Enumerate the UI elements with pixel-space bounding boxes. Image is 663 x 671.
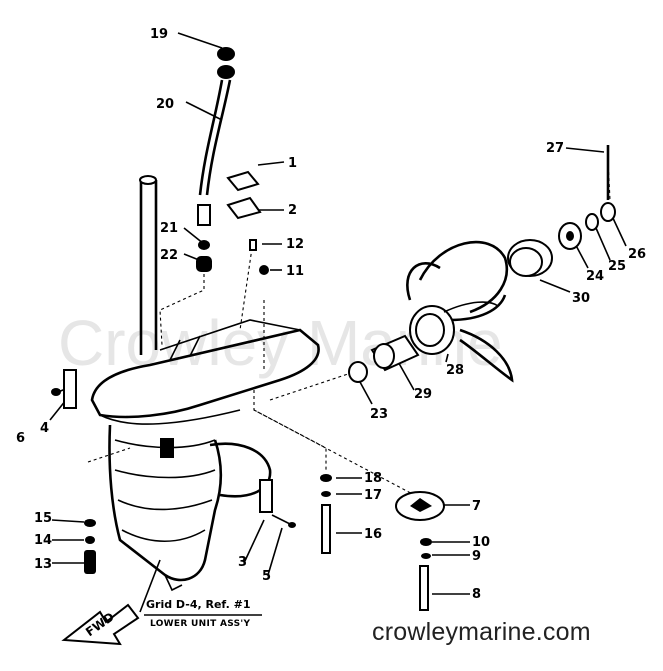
callout-7: 7 [472, 499, 481, 514]
site-url: crowleymarine.com [372, 618, 591, 646]
fwd-arrow: FWD [61, 603, 140, 646]
small-parts [51, 47, 616, 611]
callout-24: 24 [586, 269, 604, 284]
callout-30: 30 [572, 291, 590, 306]
callout-21: 21 [160, 221, 178, 236]
callout-19: 19 [150, 27, 168, 42]
propeller [406, 240, 514, 383]
callout-2: 2 [288, 203, 297, 218]
callout-8: 8 [472, 587, 481, 602]
lower-unit-housing [90, 175, 320, 592]
callout-4: 4 [40, 421, 49, 436]
caption-leader [139, 559, 161, 613]
callout-5: 5 [262, 569, 271, 584]
caption-assembly: LOWER UNIT ASS'Y [150, 619, 251, 629]
callout-26: 26 [628, 247, 646, 262]
callout-3: 3 [238, 555, 247, 570]
callout-22: 22 [160, 248, 178, 263]
callout-16: 16 [364, 527, 382, 542]
callout-9: 9 [472, 549, 481, 564]
callout-12: 12 [286, 237, 304, 252]
caption-grid-ref: Grid D-4, Ref. #1 [146, 598, 251, 611]
callout-23: 23 [370, 407, 388, 422]
leader-lines [49, 32, 627, 595]
callout-6: 6 [16, 431, 25, 446]
callout-10: 10 [472, 535, 490, 550]
callout-18: 18 [364, 471, 382, 486]
callout-17: 17 [364, 488, 382, 503]
callout-20: 20 [156, 97, 174, 112]
callout-27: 27 [546, 141, 564, 156]
callout-25: 25 [608, 259, 626, 274]
callout-15: 15 [34, 511, 52, 526]
callout-28: 28 [446, 363, 464, 378]
callout-1: 1 [288, 156, 297, 171]
callout-29: 29 [414, 387, 432, 402]
callout-11: 11 [286, 264, 304, 279]
callout-14: 14 [34, 533, 52, 548]
callout-labels: 19 20 1 2 21 22 12 11 27 26 25 24 30 28 … [16, 27, 646, 602]
callout-13: 13 [34, 557, 52, 572]
